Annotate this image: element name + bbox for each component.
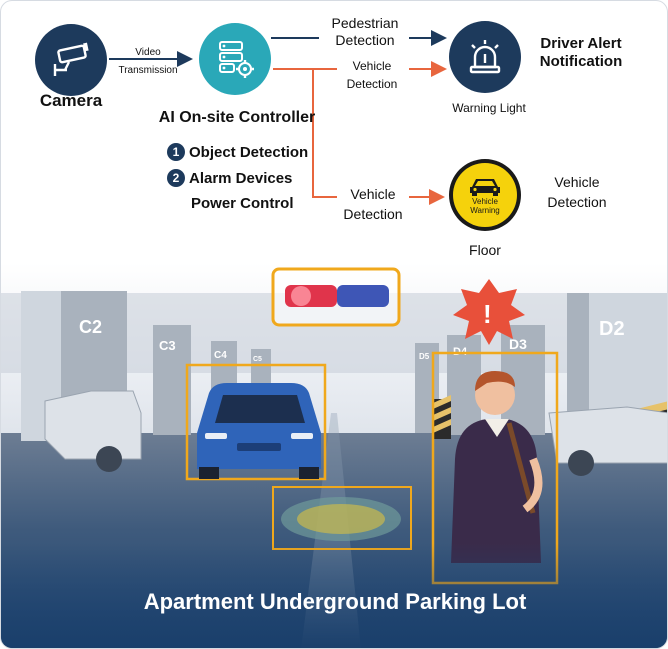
server-gear-icon [214, 39, 256, 79]
badge-line1: Vehicle [470, 197, 500, 206]
pillar-label-d3: D3 [509, 336, 527, 352]
floor-projection-inner [297, 504, 385, 534]
pillar-label-d2: D2 [599, 318, 625, 340]
controller-label: AI On-site Controller [139, 109, 335, 128]
pedestrian-line1: Pedestrian [319, 15, 411, 32]
scene-caption: Apartment Underground Parking Lot [1, 589, 668, 615]
warning-light-label: Warning Light [439, 101, 539, 115]
vehicle-detection-side-label: Vehicle Detection [531, 174, 623, 210]
floor-label-line1: Floor [445, 242, 525, 259]
driver-alert-label: Driver Alert Notification [533, 35, 629, 70]
controller-function-1-text: Object Detection [189, 144, 308, 161]
vehicle-mid-line2: Detection [333, 206, 413, 223]
driver-alert-line2: Notification [533, 53, 629, 71]
pillar-label-c4: C4 [214, 350, 227, 361]
pillar-label-d5: D5 [419, 352, 430, 361]
siren-icon [465, 37, 505, 77]
siren-blue-light [337, 285, 389, 307]
blue-car-grille [237, 443, 281, 451]
controller-function-3: Power Control [191, 195, 301, 213]
pillar-label-c3: C3 [159, 338, 176, 353]
vehicle-detection-top-label: Vehicle Detection [335, 59, 409, 91]
vehicle-side-line1: Vehicle [531, 174, 623, 191]
floor-lighting-node: Vehicle Warning [449, 159, 521, 231]
blue-car-wheel-left [199, 467, 219, 479]
video-label-line2: Transmission [113, 65, 183, 77]
driver-alert-line1: Driver Alert [533, 35, 629, 53]
siren-red-glow [291, 286, 311, 306]
warning-light-node [449, 21, 521, 93]
parked-car-left-wheel [96, 446, 122, 472]
video-transmission-label: Video Transmission [113, 47, 183, 77]
blue-car-headlight-left [205, 433, 227, 439]
blue-car-windshield [215, 395, 305, 423]
blue-car-headlight-right [291, 433, 313, 439]
pillar-label-c5: C5 [253, 356, 262, 363]
camera-icon [49, 42, 93, 78]
controller-node [199, 23, 271, 95]
pillar-label-c2: C2 [79, 317, 102, 337]
floor-lighting-badge: Vehicle Warning [453, 163, 517, 227]
video-label-line1: Video [113, 47, 183, 59]
camera-node [35, 24, 107, 96]
number-1-badge: 1 [167, 143, 185, 161]
pedestrian-detection-label: Pedestrian Detection [319, 15, 411, 48]
number-2-badge: 2 [167, 169, 185, 187]
vehicle-side-line2: Detection [531, 194, 623, 211]
parked-car-right-wheel [568, 450, 594, 476]
vehicle-warning-text: Vehicle Warning [470, 197, 500, 215]
pedestrian-line2: Detection [319, 32, 411, 49]
vehicle-top-line1: Vehicle [335, 59, 409, 73]
badge-line2: Warning [470, 206, 500, 215]
camera-label: Camera [31, 91, 111, 111]
alert-symbol: ! [483, 299, 492, 329]
vehicle-mid-line1: Vehicle [333, 186, 413, 203]
parked-car-right [549, 407, 668, 463]
blue-car-wheel-right [299, 467, 319, 479]
controller-function-2-text: Alarm Devices [189, 170, 292, 187]
vehicle-top-line2: Detection [335, 77, 409, 91]
vehicle-detection-mid-label: Vehicle Detection [333, 186, 413, 222]
car-icon [468, 175, 502, 197]
parked-car-left [45, 391, 141, 459]
